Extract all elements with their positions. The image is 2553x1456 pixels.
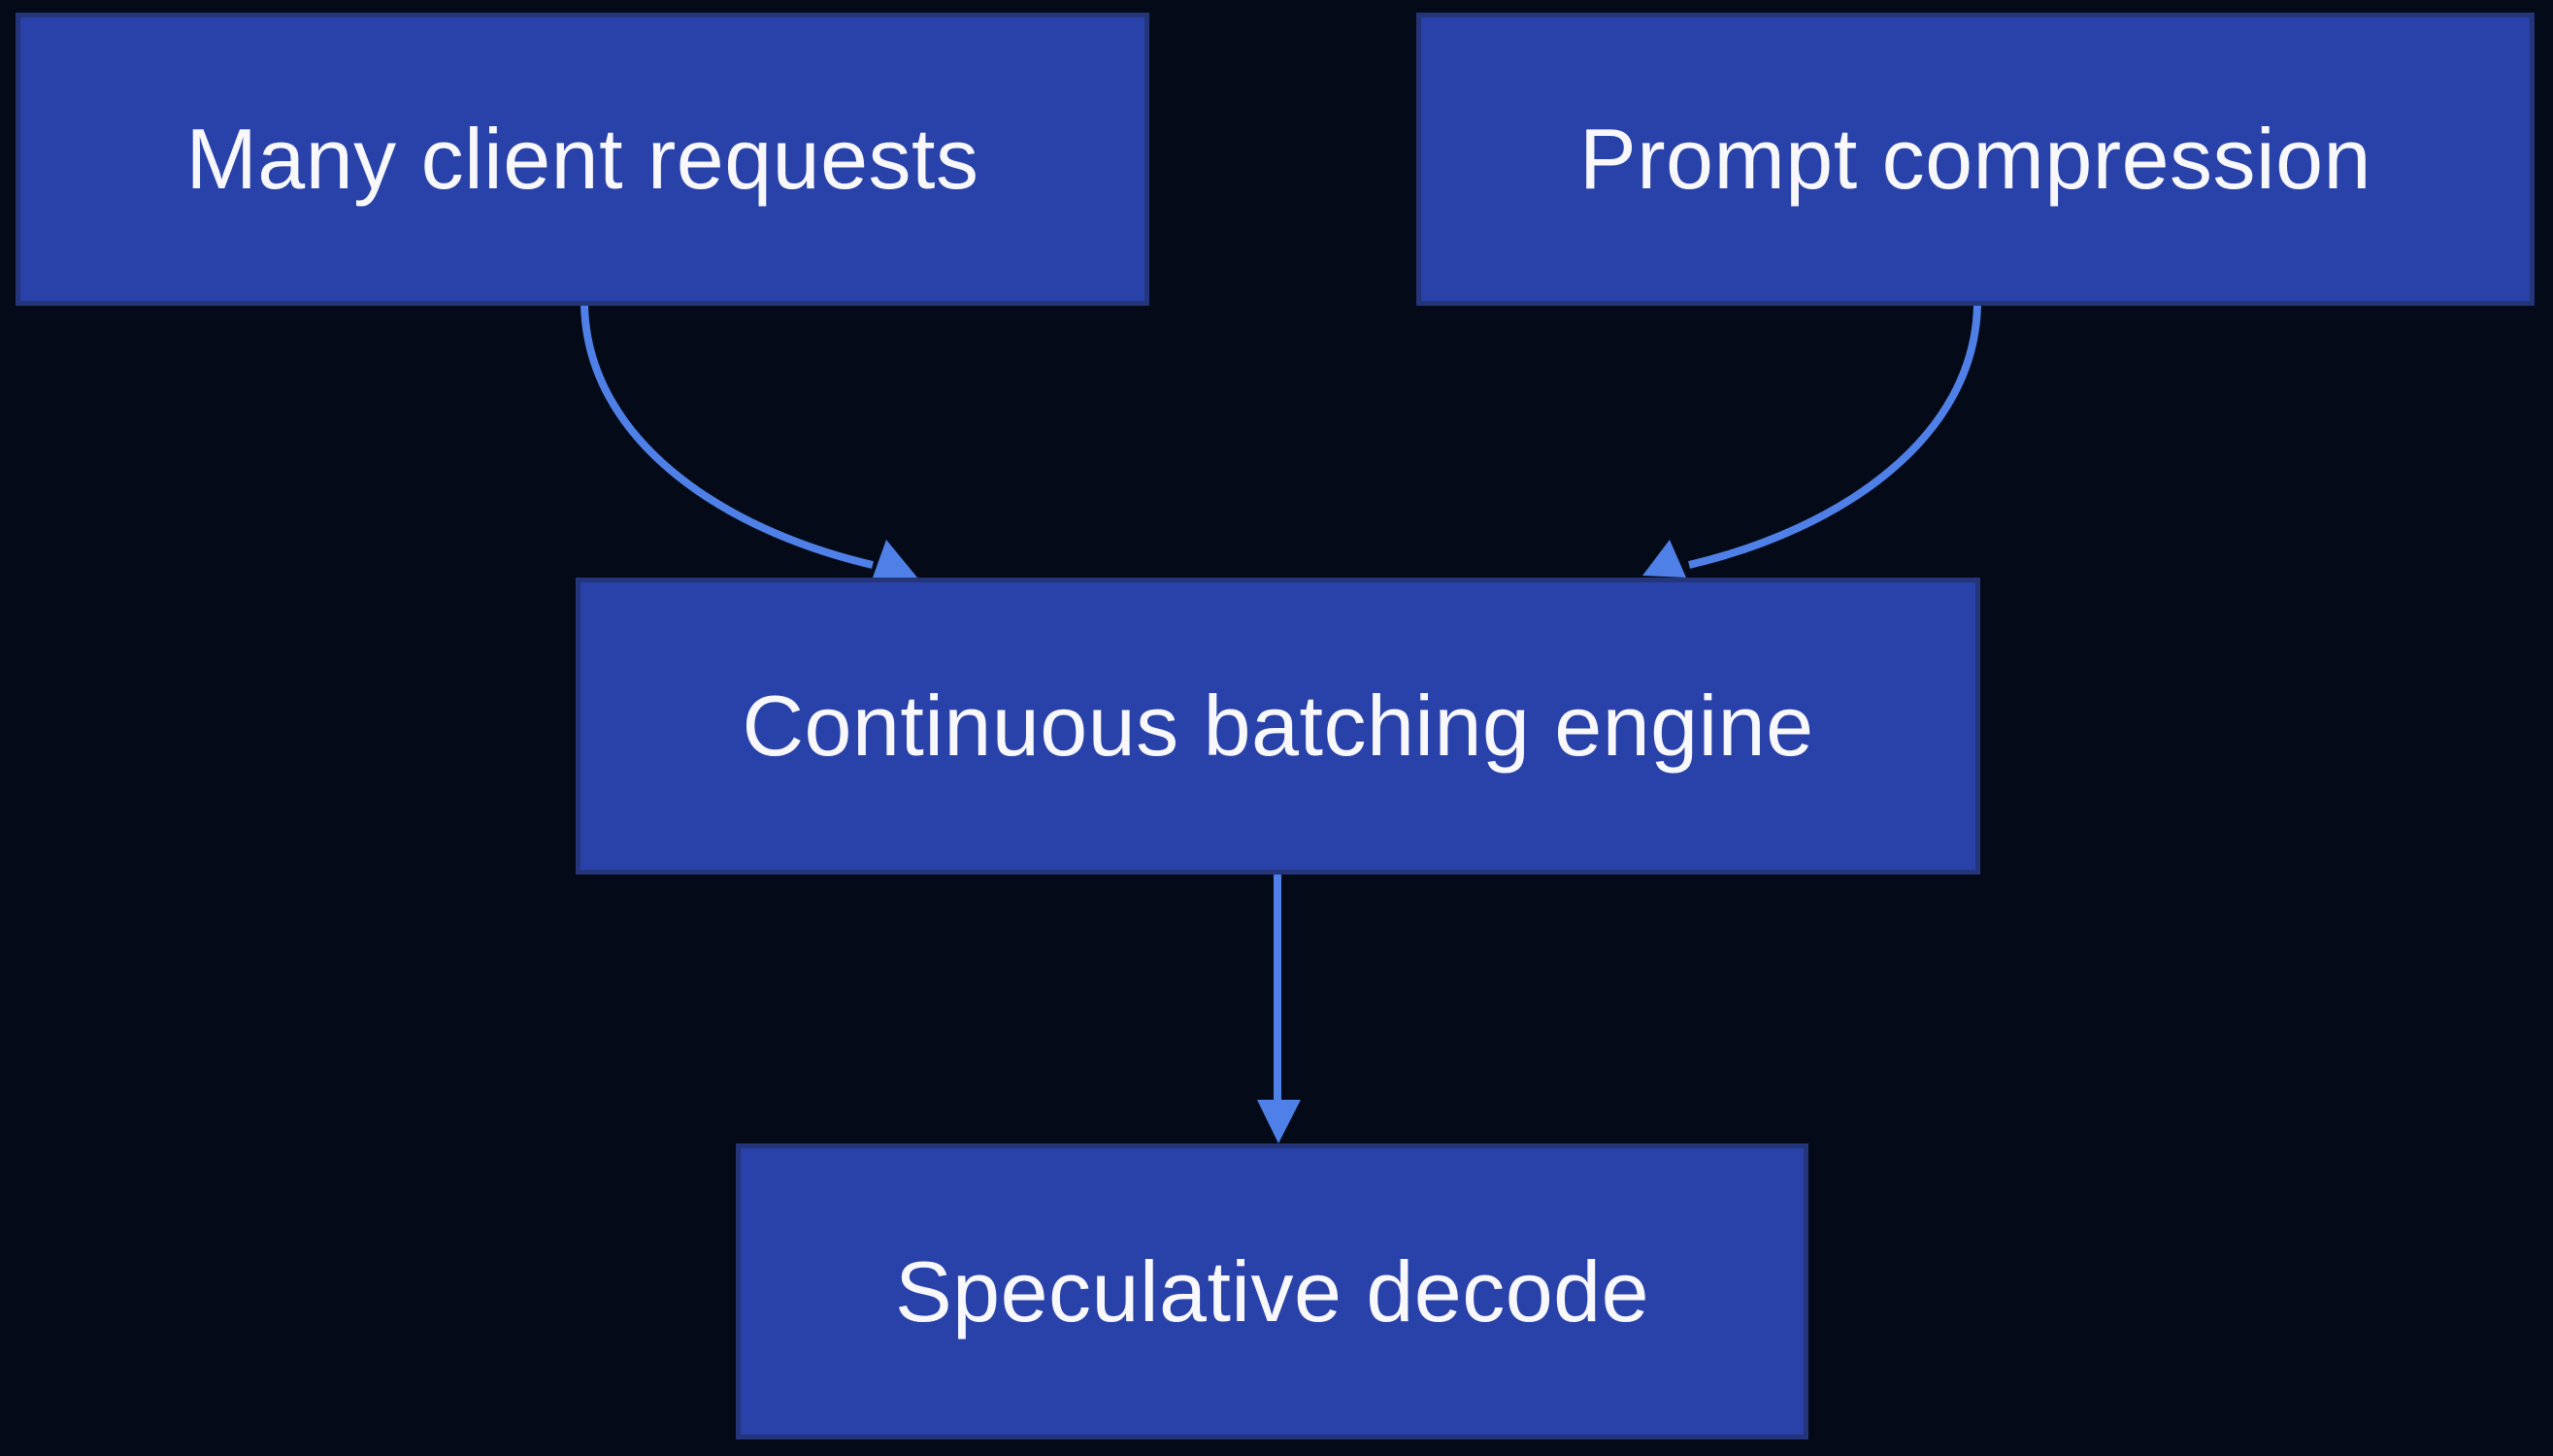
arrowhead-into-continuous-batching-engine-left (873, 540, 917, 578)
node-label: Prompt compression (1579, 111, 2371, 207)
node-many-client-requests: Many client requests (16, 13, 1149, 306)
arrowhead-into-speculative-decode (1257, 1100, 1301, 1143)
edge-prompt-compression-to-continuous-batching-engine (1688, 303, 1981, 569)
node-label: Continuous batching engine (742, 678, 1814, 774)
arrowhead-into-continuous-batching-engine-right (1642, 540, 1686, 578)
node-continuous-batching-engine: Continuous batching engine (576, 578, 1980, 875)
node-prompt-compression: Prompt compression (1416, 13, 2535, 306)
node-label: Speculative decode (894, 1242, 1650, 1340)
node-label: Many client requests (185, 111, 979, 207)
edge-many-client-requests-to-continuous-batching-engine (580, 303, 874, 569)
node-speculative-decode: Speculative decode (736, 1143, 1808, 1439)
